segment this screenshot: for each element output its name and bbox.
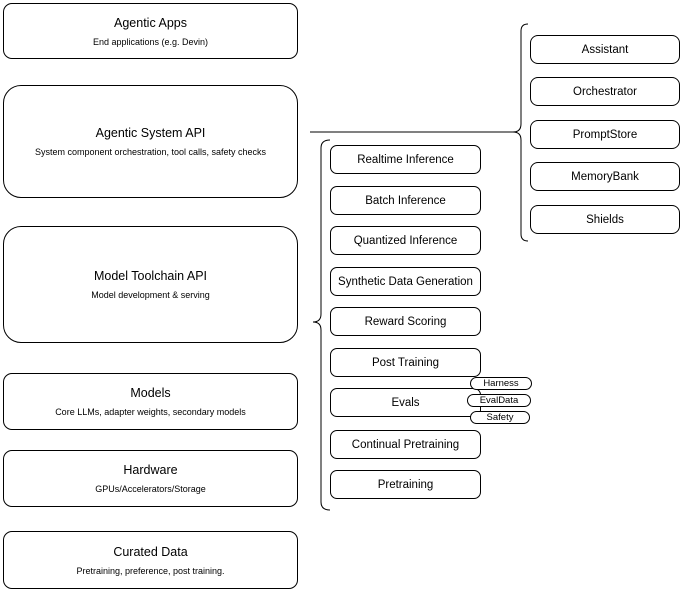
toolchain-label: Synthetic Data Generation: [338, 275, 473, 288]
component-box-orchestrator: Orchestrator: [530, 77, 680, 106]
component-label: Orchestrator: [573, 85, 637, 98]
evals-tag-harness: Harness: [470, 377, 532, 390]
layer-title: Models: [130, 386, 171, 400]
toolchain-box-synthetic-data-generation: Synthetic Data Generation: [330, 267, 481, 296]
toolchain-label: Quantized Inference: [353, 234, 458, 247]
component-label: Shields: [586, 213, 624, 226]
evals-tag-evaldata: EvalData: [467, 394, 531, 407]
layer-subtitle: System component orchestration, tool cal…: [34, 147, 267, 157]
layer-title: Model Toolchain API: [93, 269, 208, 283]
evals-tag-label: Safety: [486, 412, 514, 423]
component-label: Assistant: [581, 43, 629, 56]
component-box-shields: Shields: [530, 205, 680, 234]
layer-box-models: Models Core LLMs, adapter weights, secon…: [3, 373, 298, 430]
toolchain-label: Evals: [391, 396, 420, 409]
toolchain-box-realtime-inference: Realtime Inference: [330, 145, 481, 174]
layer-subtitle: Core LLMs, adapter weights, secondary mo…: [55, 407, 246, 417]
layer-title: Curated Data: [113, 544, 188, 559]
toolchain-box-continual-pretraining: Continual Pretraining: [330, 430, 481, 459]
toolchain-box-batch-inference: Batch Inference: [330, 186, 481, 215]
layer-box-curated-data: Curated Data Pretraining, preference, po…: [3, 531, 298, 589]
toolchain-box-evals: Evals: [330, 388, 481, 417]
layer-title: Agentic Apps: [114, 15, 187, 30]
component-box-assistant: Assistant: [530, 35, 680, 64]
component-box-memorybank: MemoryBank: [530, 162, 680, 191]
toolchain-box-reward-scoring: Reward Scoring: [330, 307, 481, 336]
toolchain-label: Realtime Inference: [357, 153, 454, 166]
layer-subtitle: Pretraining, preference, post training.: [76, 565, 225, 576]
evals-tag-label: Harness: [483, 378, 519, 389]
component-label: MemoryBank: [571, 170, 639, 183]
toolchain-label: Reward Scoring: [364, 315, 447, 328]
layer-box-hardware: Hardware GPUs/Accelerators/Storage: [3, 450, 298, 507]
toolchain-label: Continual Pretraining: [351, 438, 460, 451]
layer-title: Agentic System API: [95, 126, 206, 140]
evals-tag-safety: Safety: [470, 411, 530, 424]
toolchain-box-quantized-inference: Quantized Inference: [330, 226, 481, 255]
component-label: PromptStore: [572, 128, 638, 141]
layer-box-agentic-apps: Agentic Apps End applications (e.g. Devi…: [3, 3, 298, 59]
toolchain-label: Batch Inference: [365, 194, 446, 207]
toolchain-box-pretraining: Pretraining: [330, 470, 481, 499]
layer-subtitle: GPUs/Accelerators/Storage: [95, 484, 206, 494]
components-brace: [512, 23, 529, 242]
layer-box-model-toolchain-api: Model Toolchain API Model development & …: [3, 226, 298, 343]
layer-subtitle: End applications (e.g. Devin): [92, 36, 209, 47]
layer-title: Hardware: [123, 463, 178, 477]
toolchain-label: Post Training: [371, 356, 440, 369]
toolchain-brace: [312, 139, 331, 511]
layer-box-agentic-system-api: Agentic System API System component orch…: [3, 85, 298, 198]
evals-tag-label: EvalData: [479, 395, 519, 406]
component-box-promptstore: PromptStore: [530, 120, 680, 149]
toolchain-label: Pretraining: [377, 478, 434, 491]
layer-subtitle: Model development & serving: [91, 290, 210, 300]
toolchain-box-post-training: Post Training: [330, 348, 481, 377]
